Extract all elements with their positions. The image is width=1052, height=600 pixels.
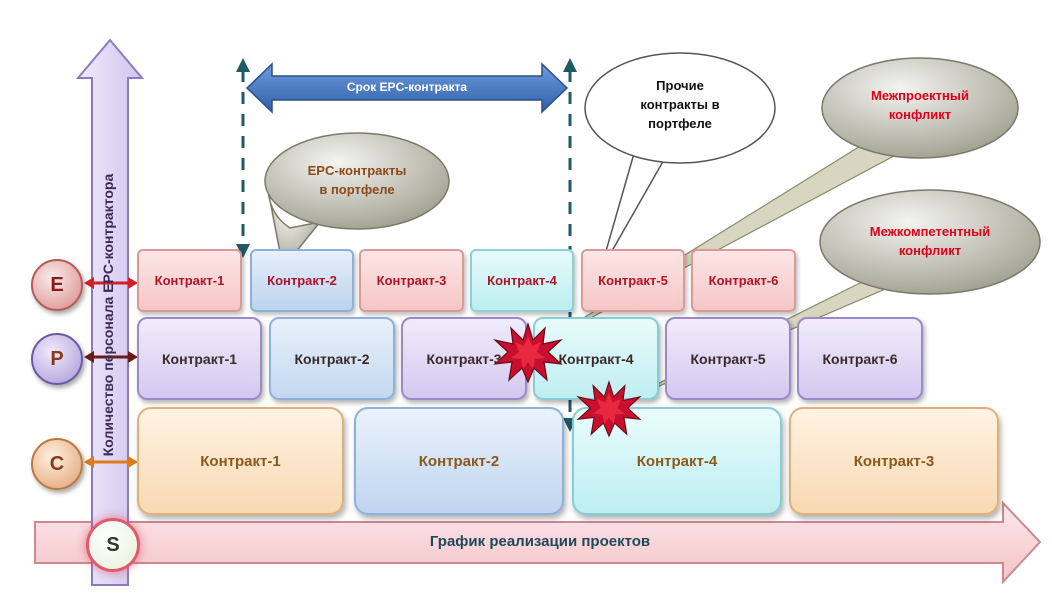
callout-interproject-text: Межпроектный конфликт [871, 88, 969, 122]
row-p-contract-2: Контракт-2 [269, 317, 395, 400]
origin-s-circle: S [86, 518, 140, 572]
intercompetence-conflict-star-icon [576, 380, 642, 438]
horizontal-axis-arrow [34, 500, 1042, 585]
row-e-contract-4: Контракт-4 [470, 249, 574, 312]
row-c-contract-1: Контракт-1 [137, 407, 344, 515]
row-c-contract-2: Контракт-2 [354, 407, 564, 515]
row-e-contract-5: Контракт-5 [581, 249, 685, 312]
level-e-circle: E [31, 259, 83, 311]
level-p-circle: P [31, 333, 83, 385]
vertical-axis-arrow [75, 38, 145, 586]
row-c-contract-4: Контракт-4 [572, 407, 782, 515]
callout-intercompetence-text: Межкомпетентный конфликт [869, 224, 991, 258]
interproject-conflict-star-icon [493, 322, 563, 384]
row-e-contract-2: Контракт-2 [250, 249, 354, 312]
callout-epc-portfolio [264, 132, 450, 270]
level-connector-arrows [84, 277, 138, 468]
row-p-contract-5: Контракт-5 [665, 317, 791, 400]
callout-epc-portfolio-text: EPC-контракты в портфеле [307, 163, 407, 197]
row-c-contract-3: Контракт-3 [789, 407, 999, 515]
term-arrow [245, 62, 569, 114]
row-e-contract-3: Контракт-3 [359, 249, 464, 312]
horizontal-axis-label: График реализации проектов [429, 533, 651, 550]
row-p-contract-1: Контракт-1 [137, 317, 262, 400]
term-label: Срок EPC-контракта [346, 80, 468, 94]
row-p-contract-6: Контракт-6 [797, 317, 923, 400]
vertical-axis-label: Количество персонала EPC-контрактора [100, 173, 116, 457]
level-c-circle: C [31, 438, 83, 490]
row-e-contract-6: Контракт-6 [691, 249, 796, 312]
callout-other-contracts-text: Прочие контракты в портфеле [640, 78, 720, 131]
callout-other-contracts [584, 52, 776, 273]
row-e-contract-1: Контракт-1 [137, 249, 242, 312]
